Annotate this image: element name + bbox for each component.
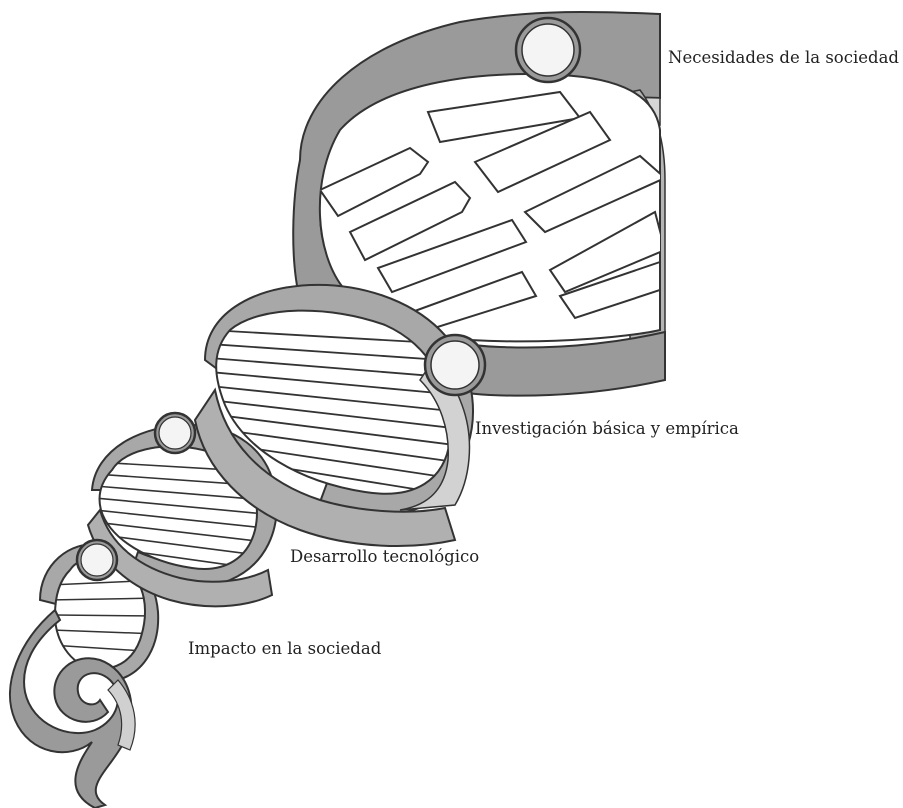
stage-label-tech: Desarrollo tecnológico bbox=[290, 549, 479, 566]
stage-label-research: Investigación básica y empírica bbox=[475, 421, 739, 438]
stage-label-impact: Impacto en la sociedad bbox=[188, 641, 381, 658]
stage-label-needs: Necesidades de la sociedad bbox=[668, 50, 899, 67]
